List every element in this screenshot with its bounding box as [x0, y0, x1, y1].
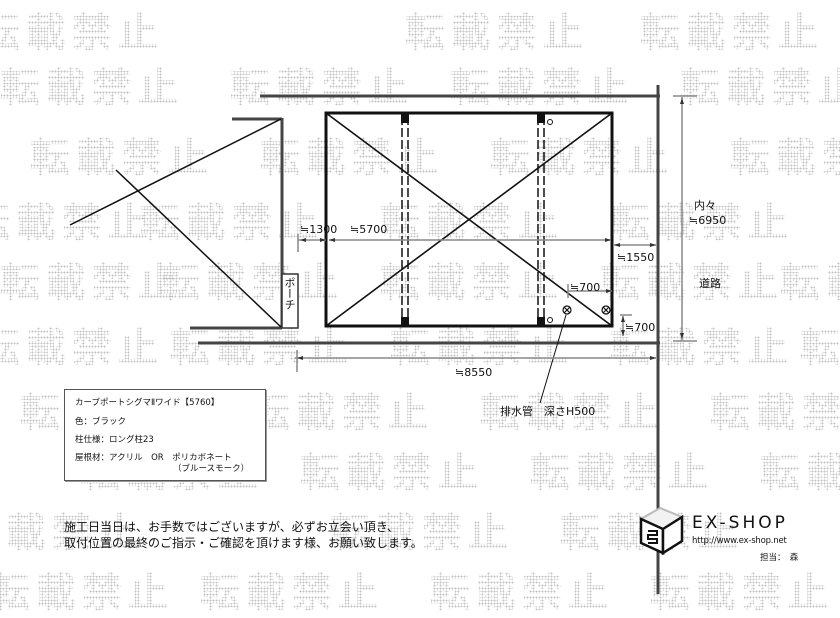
- watermark-text: 転載禁止: [480, 380, 664, 438]
- dim-right-gap: ≒1550: [617, 251, 655, 264]
- watermark-text: 転載禁止: [0, 250, 184, 308]
- watermark-text: 転載禁止: [405, 0, 589, 58]
- staff-name: 担当： 森: [760, 553, 799, 563]
- watermark-text: 転載禁止: [330, 500, 514, 558]
- spec-color: 色：ブラック: [75, 417, 127, 427]
- carport-outline: [324, 111, 614, 328]
- watermark-text: 転載禁止: [490, 125, 674, 183]
- watermark-text: 転載禁止: [640, 0, 824, 58]
- dim-porch-gap: ≒1300: [300, 223, 338, 236]
- spec-box: カーブポートシグマⅡワイド【5760】 色：ブラック 柱仕様：ロング柱23 屋根…: [64, 389, 266, 481]
- watermark-text: 転載禁止: [610, 190, 794, 248]
- watermark-text: 転載禁止: [760, 440, 840, 498]
- road-label: 道路: [699, 277, 721, 290]
- adjacent-lines: [69, 118, 282, 328]
- brand-name: EX-SHOP: [692, 513, 788, 533]
- site-plan: [69, 85, 697, 594]
- dimension-lines: [295, 95, 697, 372]
- spec-roof: 屋根材：アクリル OR ポリカボネート: [75, 453, 232, 463]
- drain-leader: [539, 314, 567, 404]
- carport-diagonals: [325, 112, 613, 327]
- dim-drain-offset-y: ≒700: [625, 321, 656, 334]
- watermark-text: 転載禁止: [140, 190, 324, 248]
- watermark-text: 転載禁止: [0, 0, 164, 58]
- drain-label: 排水管 深さH500: [500, 405, 596, 418]
- watermark-text: 転載禁止: [530, 440, 714, 498]
- post-holes: [547, 119, 553, 323]
- watermark-text: 転載禁止: [710, 380, 840, 438]
- dim-depth: ≒6950: [689, 214, 727, 227]
- install-note: 施工日当日は、お手数ではございますが、必ずお立会い頂き、 取付位置の最終のご指示…: [64, 519, 423, 551]
- posts: [401, 114, 545, 326]
- watermark-text: 転載禁止: [250, 380, 434, 438]
- spec-pillar: 柱仕様：ロング柱23: [75, 435, 154, 445]
- porch-label: ポーチ: [283, 277, 296, 310]
- porch-box: [281, 273, 299, 329]
- watermark-text: 転載禁止: [0, 315, 164, 373]
- dim-drain-offset-x: ≒700: [570, 281, 601, 294]
- watermark-text: 転載禁止: [160, 250, 344, 308]
- spec-product: カーブポートシグマⅡワイド【5760】: [75, 398, 220, 408]
- watermark-text: 転載禁止: [380, 190, 564, 248]
- boundary-walls: [190, 85, 660, 594]
- watermark-text: 転載禁止: [170, 315, 354, 373]
- dim-total-width: ≒8550: [455, 366, 493, 379]
- dimension-arrows: [297, 98, 684, 360]
- dim-carport-width: ≒5700: [350, 223, 388, 236]
- watermark-text: 転載禁止: [730, 125, 840, 183]
- watermark-text: 転載禁止: [380, 250, 564, 308]
- drain-symbols: [562, 305, 611, 315]
- watermark-text: 転載禁止: [600, 250, 784, 308]
- watermark-text: 転載禁止: [610, 315, 794, 373]
- watermark-text: 転載禁止: [0, 500, 144, 558]
- watermark-text: 転載禁止: [300, 440, 484, 498]
- beams: [401, 116, 545, 324]
- note-line-2: 取付位置の最終のご指示・ご確認を頂けます様、お願い致します。: [64, 536, 423, 550]
- note-line-1: 施工日当日は、お手数ではございますが、必ずお立会い頂き、: [64, 520, 399, 534]
- watermark-text: 転載禁止: [450, 55, 634, 113]
- watermark-text: 転載禁止: [390, 315, 574, 373]
- brand-url[interactable]: http://www.ex-shop.net: [692, 536, 787, 546]
- watermark-text: 転載禁止: [680, 55, 840, 113]
- inner-label: 内々: [694, 199, 716, 212]
- watermark-text: 転載禁止: [800, 315, 840, 373]
- watermark-text: 転載禁止: [230, 55, 414, 113]
- spec-roof-color: （ブルースモーク）: [173, 464, 250, 474]
- watermark-text: 転載禁止: [0, 55, 184, 113]
- exshop-logo: EX-SHOP http://www.ex-shop.net 担当： 森: [636, 505, 836, 565]
- watermark-text: 転載禁止: [780, 250, 840, 308]
- cube-icon: [638, 506, 685, 556]
